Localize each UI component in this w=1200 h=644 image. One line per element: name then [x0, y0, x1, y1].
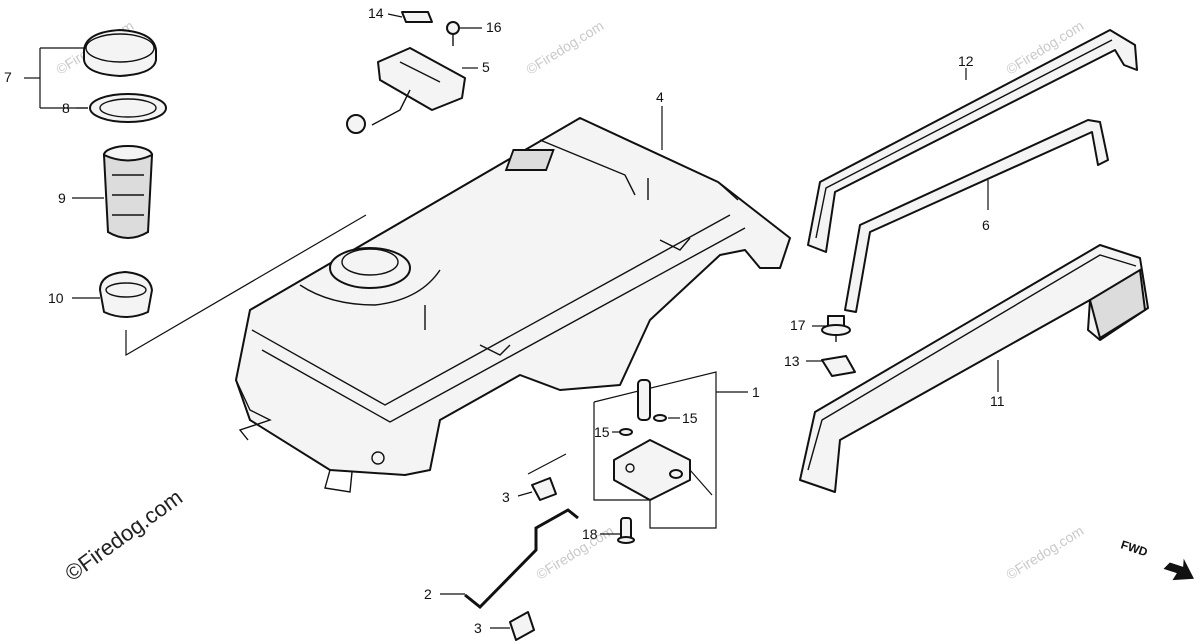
callout-12: 12	[958, 53, 974, 69]
watermark-bottom-right: ©Firedog.com	[1003, 522, 1086, 582]
callout-4: 4	[656, 89, 664, 105]
callout-6: 6	[982, 217, 990, 233]
fuel-sensor-unit	[346, 47, 466, 134]
clip-13	[821, 355, 856, 377]
callout-1: 1	[752, 384, 760, 400]
tank-band	[844, 119, 1109, 313]
filler-neck-ring	[99, 271, 153, 318]
watermark-top-center: ©Firedog.com	[523, 17, 606, 77]
callout-7: 7	[4, 69, 12, 85]
callout-3-lower: 3	[474, 620, 482, 636]
callout-15-right: 15	[682, 410, 698, 426]
callout-8: 8	[62, 100, 70, 116]
forward-arrow-icon	[1163, 558, 1194, 581]
callout-10: 10	[48, 290, 64, 306]
watermark-bottom-center: ©Firedog.com	[533, 522, 616, 582]
bolt-17	[821, 315, 851, 342]
clamp-lower	[509, 611, 535, 641]
fuel-strainer	[102, 145, 154, 239]
callout-9: 9	[58, 190, 66, 206]
callout-13: 13	[784, 353, 800, 369]
watermark-main: ©Firedog.com	[60, 484, 187, 586]
leader-lines	[24, 13, 999, 629]
fwd-label: FWD	[1119, 538, 1150, 560]
cap-gasket	[89, 93, 167, 123]
upper-side-strip	[807, 29, 1138, 253]
filler-cap	[83, 29, 157, 77]
assembly-lines-left	[39, 47, 367, 357]
small-plate	[401, 11, 433, 23]
callout-labels: 7 8 9 10 14 16 5 4 12 6 17 13 11 1 15 15…	[4, 5, 1005, 636]
callout-2: 2	[424, 586, 432, 602]
screw-18	[617, 517, 635, 544]
callout-17: 17	[790, 317, 806, 333]
callout-18: 18	[582, 526, 598, 542]
clamp-upper	[527, 453, 567, 501]
fuel-tank	[235, 117, 791, 493]
screw-16	[446, 21, 460, 46]
callout-14: 14	[368, 5, 384, 21]
lower-side-strip	[799, 244, 1149, 493]
fuel-rod	[464, 508, 579, 610]
callout-3-upper: 3	[502, 489, 510, 505]
fuel-cock-assembly	[593, 371, 717, 529]
forward-direction-indicator: FWD	[1119, 538, 1194, 581]
callout-11: 11	[990, 393, 1005, 409]
callout-16: 16	[486, 19, 502, 35]
callout-15-left: 15	[594, 424, 610, 440]
callout-5: 5	[482, 59, 490, 75]
